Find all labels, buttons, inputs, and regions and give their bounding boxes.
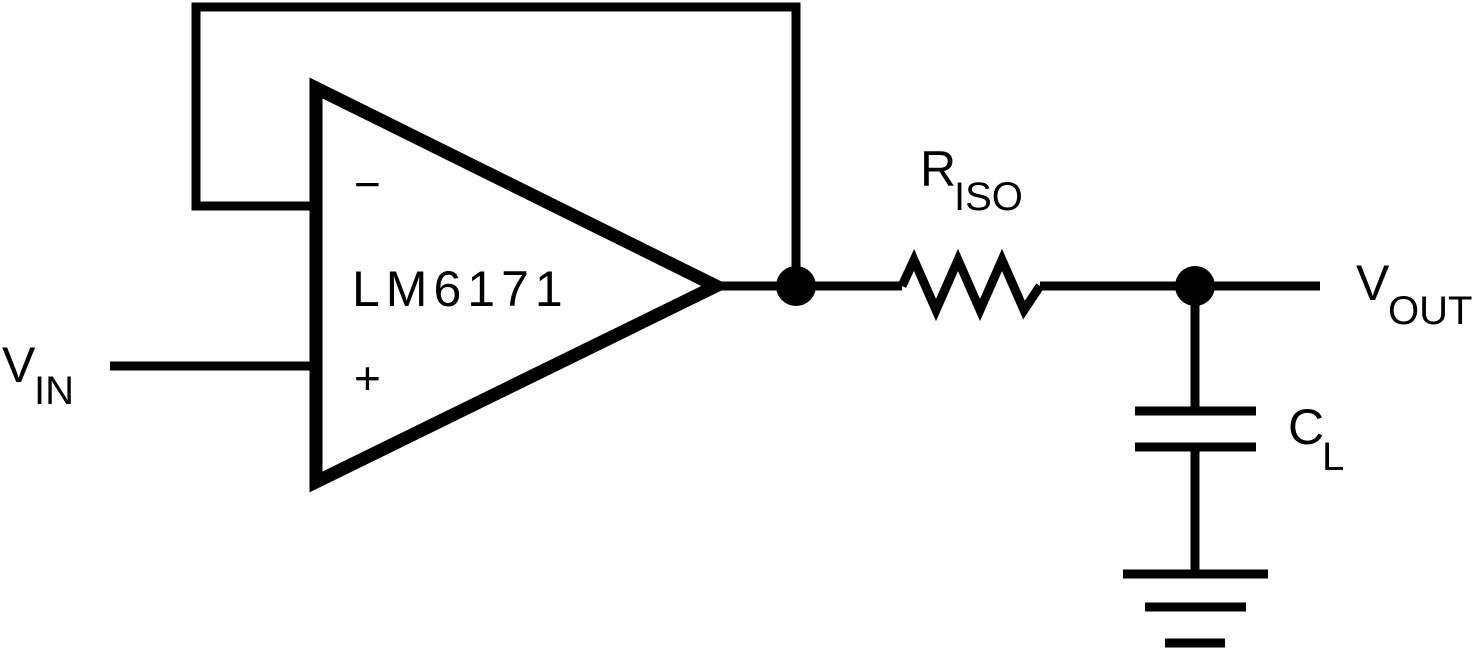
svg-text:V: V — [2, 337, 36, 393]
svg-text:C: C — [1288, 399, 1324, 455]
output-node-dot — [776, 266, 816, 306]
svg-text:V: V — [1356, 255, 1390, 311]
ground-symbol — [1123, 569, 1268, 648]
svg-text:ISO: ISO — [954, 175, 1023, 219]
feedback-wire — [191, 2, 801, 286]
vout-label: V OUT — [1356, 255, 1472, 333]
svg-text:R: R — [920, 141, 956, 197]
noninverting-input-sign: + — [354, 352, 381, 404]
svg-text:L: L — [1322, 435, 1344, 479]
vin-label: V IN — [2, 337, 74, 413]
op-amp-part-label: LM6171 — [352, 261, 569, 317]
resistor-symbol — [897, 248, 1044, 322]
op-amp-triangle — [309, 77, 731, 493]
cl-label: C L — [1288, 399, 1344, 479]
svg-text:OUT: OUT — [1388, 289, 1472, 333]
svg-text:IN: IN — [34, 369, 74, 413]
inverting-input-sign: − — [354, 158, 381, 210]
riso-label: R ISO — [920, 141, 1023, 219]
